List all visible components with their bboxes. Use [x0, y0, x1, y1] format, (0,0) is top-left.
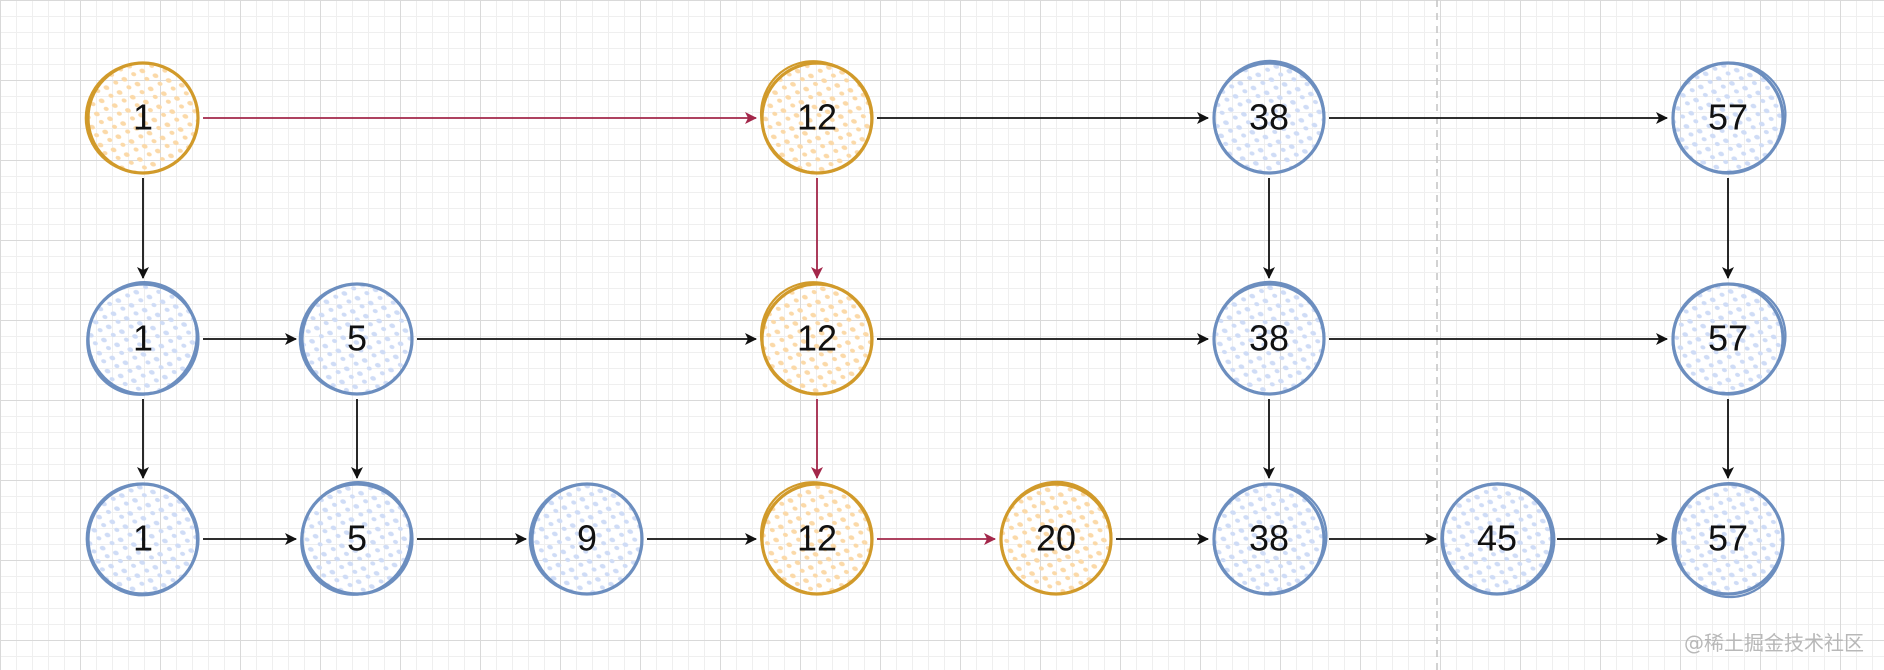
node-label: 57	[1708, 318, 1748, 359]
node-label: 5	[347, 318, 367, 359]
node-label: 45	[1477, 518, 1517, 559]
node-sketch-outline	[1212, 482, 1328, 595]
node-L3-57: 57	[1671, 61, 1787, 175]
node-L1-45: 45	[1440, 482, 1556, 596]
node-label: 12	[797, 318, 837, 359]
node-L2-1: 1	[86, 281, 200, 396]
node-L2-12: 12	[759, 281, 874, 396]
node-sketch-outline	[759, 60, 873, 174]
node-L3-1: 1	[84, 61, 200, 175]
node-label: 38	[1249, 318, 1289, 359]
node-sketch-outline	[1213, 59, 1326, 174]
node-sketch-outline	[759, 481, 873, 595]
node-sketch-outline	[1674, 482, 1785, 599]
node-L1-12: 12	[759, 481, 874, 596]
node-L3-38: 38	[1212, 59, 1326, 175]
node-sketch-outline	[86, 281, 198, 396]
node-L1-9: 9	[528, 482, 644, 596]
node-sketch-outline	[298, 282, 413, 396]
node-L1-1: 1	[85, 482, 200, 597]
edges-layer	[137, 112, 1734, 545]
node-L2-5: 5	[298, 282, 414, 396]
node-sketch-outline	[1441, 482, 1556, 596]
node-sketch-outline	[1671, 61, 1787, 174]
node-L1-5: 5	[300, 481, 414, 596]
node-sketch-outline	[1213, 280, 1326, 395]
node-sketch-outline	[1671, 282, 1787, 395]
node-L1-20: 20	[999, 480, 1113, 596]
node-label: 57	[1708, 97, 1748, 138]
node-sketch-outline	[300, 481, 412, 596]
node-label: 1	[133, 518, 153, 559]
node-label: 1	[133, 318, 153, 359]
node-label: 57	[1708, 518, 1748, 559]
node-sketch-outline	[85, 482, 199, 597]
node-label: 38	[1249, 97, 1289, 138]
node-sketch-outline	[528, 482, 643, 596]
node-label: 20	[1036, 518, 1076, 559]
node-label: 38	[1249, 518, 1289, 559]
node-label: 1	[133, 97, 153, 138]
node-sketch-outline	[759, 281, 873, 395]
node-label: 5	[347, 518, 367, 559]
node-sketch-outline	[1000, 480, 1113, 595]
node-L3-12: 12	[759, 60, 874, 175]
watermark: @稀土掘金技术社区	[1684, 631, 1864, 655]
node-label: 12	[797, 518, 837, 559]
node-label: 12	[797, 97, 837, 138]
node-L2-57: 57	[1671, 282, 1787, 396]
nodes-layer: 1 12 38 57 1 5 12 38 57 1 5 9 12 20 38 45 57	[84, 59, 1787, 599]
node-L1-57: 57	[1671, 482, 1785, 599]
node-sketch-outline	[84, 61, 199, 175]
node-L2-38: 38	[1212, 280, 1326, 396]
node-L1-38: 38	[1212, 482, 1328, 596]
node-label: 9	[577, 518, 597, 559]
